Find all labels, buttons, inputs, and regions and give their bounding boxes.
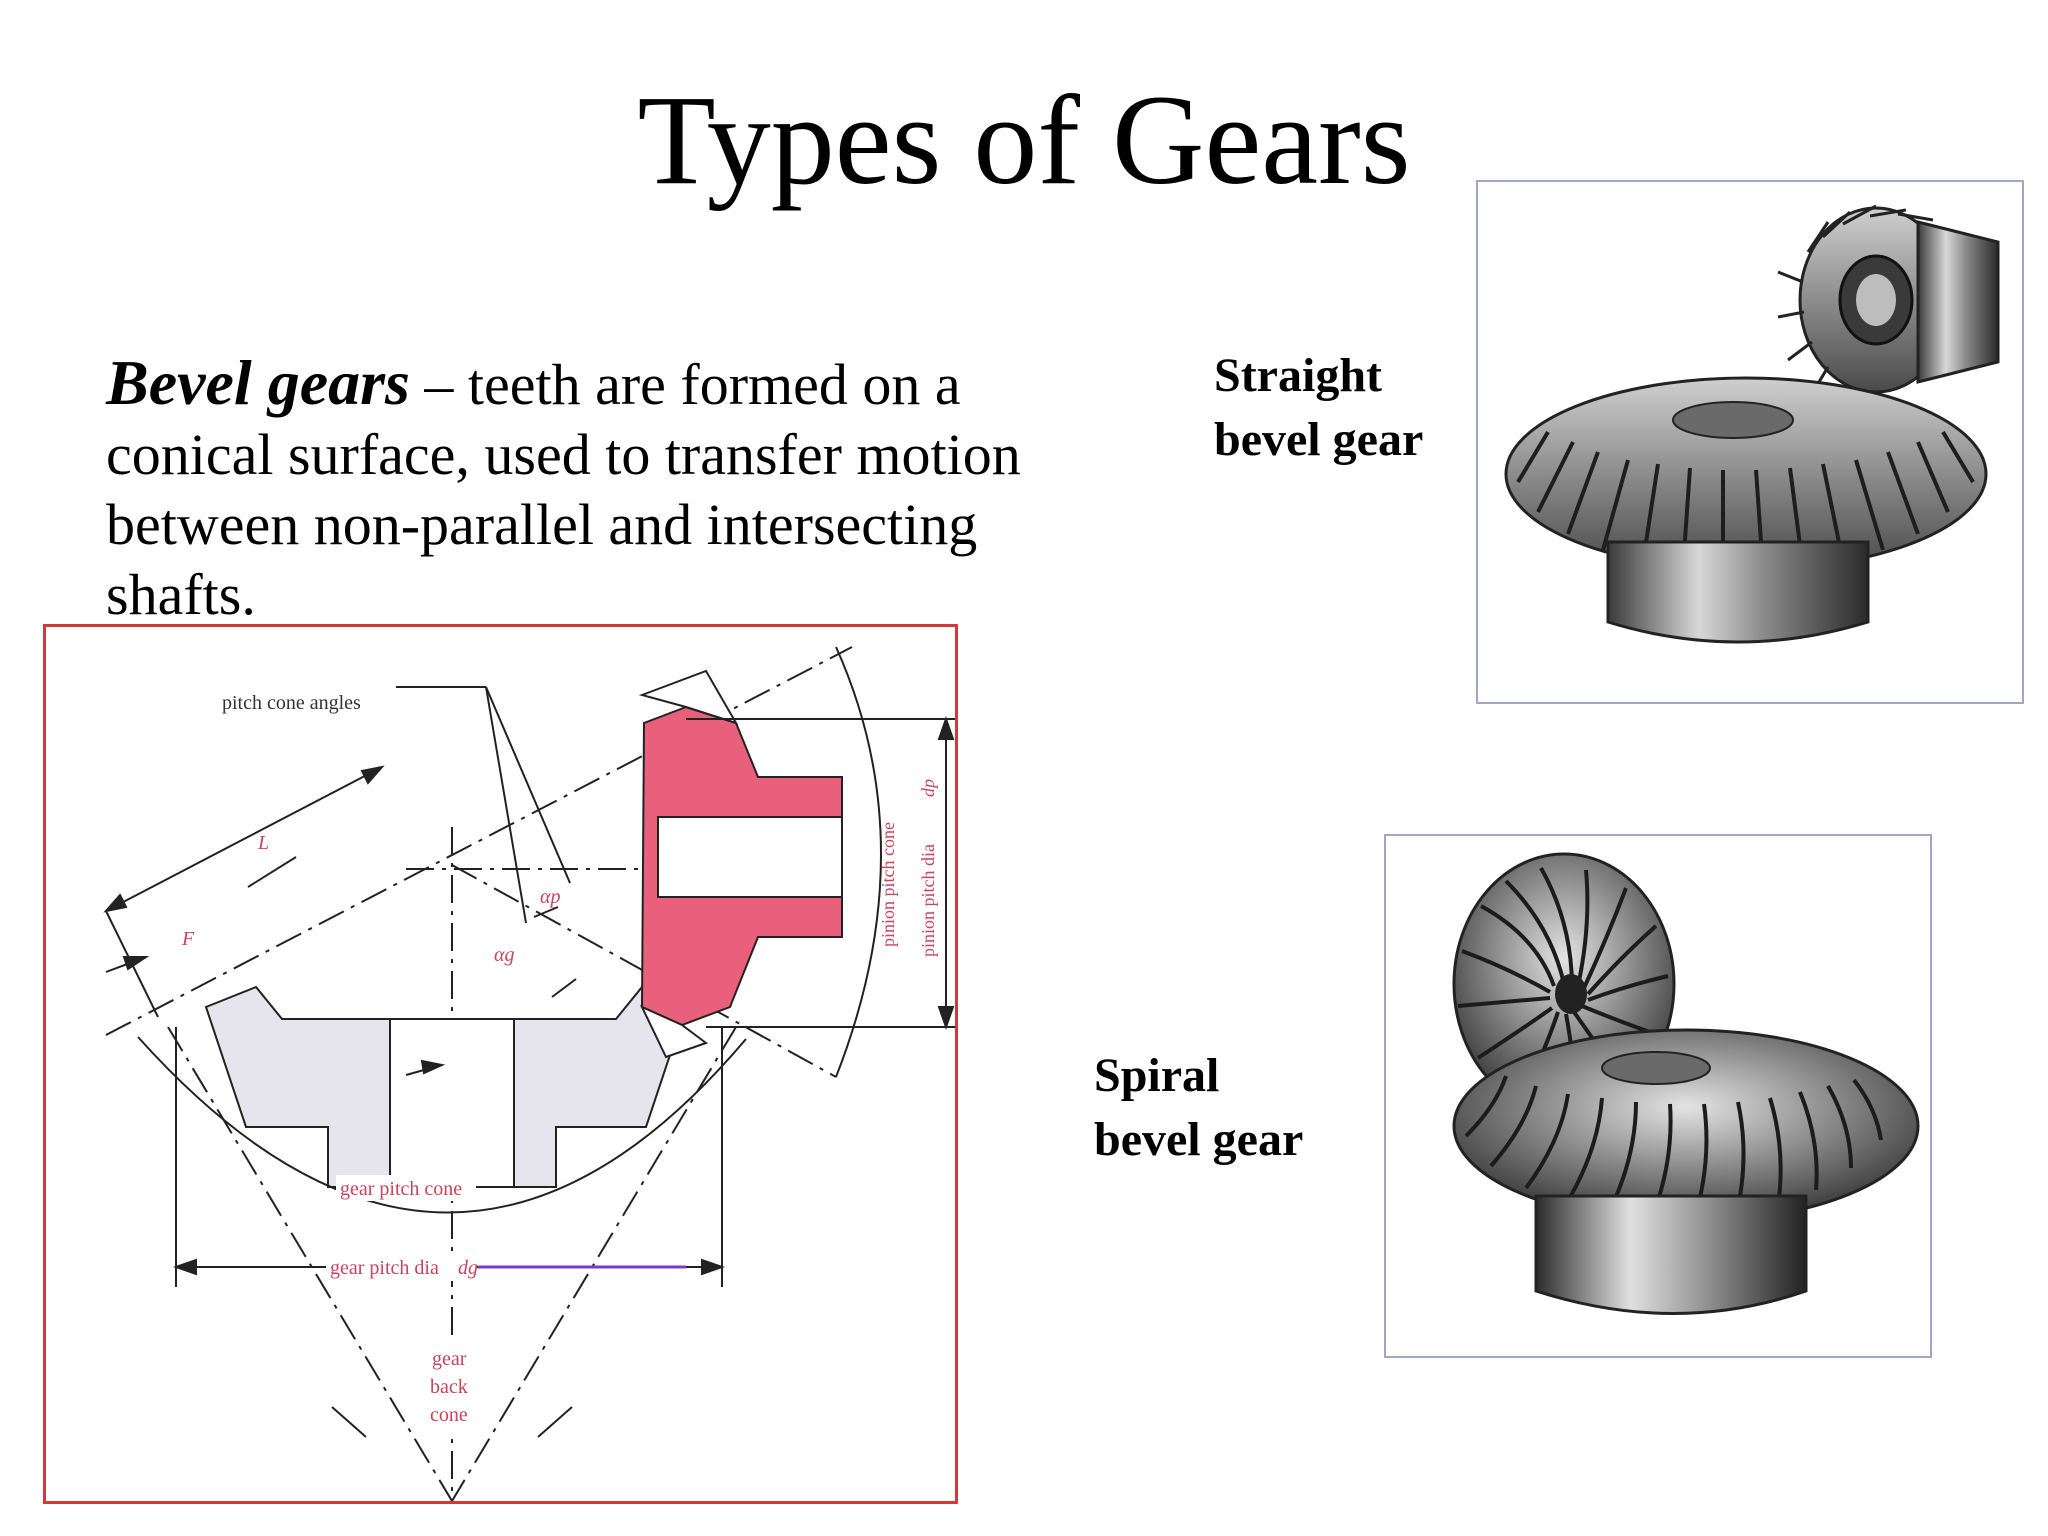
bevel-gears-term: Bevel gears — [106, 347, 410, 418]
straight-bevel-gear-image — [1476, 180, 2024, 704]
bevel-gears-definition: – teeth are formed on a conical surface,… — [106, 352, 1021, 627]
straight-bevel-caption: Straight bevel gear — [1214, 344, 1423, 472]
gear-pitch-dia-label: gear pitch dia — [330, 1257, 439, 1279]
spiral-caption-line2: bevel gear — [1094, 1113, 1304, 1166]
straight-caption-line1: Straight — [1214, 349, 1382, 402]
pinion-pitch-cone-arc — [835, 646, 882, 1078]
pinion-pitch-dia-label: pinion pitch dia — [918, 844, 938, 957]
straight-bevel-gear-illustration — [1504, 204, 2000, 644]
gear-pitch-cone-arc — [137, 1036, 747, 1214]
spiral-caption-line1: Spiral — [1094, 1049, 1220, 1102]
length-L-dimension — [105, 766, 383, 912]
slide-title: Types of Gears — [637, 69, 1411, 211]
gear-back-cone-label-1: gear — [432, 1348, 467, 1370]
gear-pitch-cone-label: gear pitch cone — [340, 1178, 462, 1200]
gear-back-cone-label-3: cone — [430, 1404, 468, 1426]
bevel-gear-description: Bevel gears – teeth are formed on a coni… — [106, 348, 1066, 630]
spiral-bevel-caption: Spiral bevel gear — [1094, 1044, 1303, 1172]
pinion-pitch-cone-label: pinion pitch cone — [878, 822, 898, 947]
pitch-cone-line — [105, 646, 853, 1036]
gear-pitch-dia-symbol: dg — [458, 1257, 478, 1279]
spiral-bevel-gear-image — [1384, 834, 1932, 1358]
gear-bore — [389, 1018, 515, 1188]
pinion-pitch-dia-symbol: dp — [918, 779, 938, 797]
gear-back-cone-label-2: back — [430, 1376, 468, 1398]
F-label: F — [181, 928, 195, 950]
bevel-gear-geometry-diagram: pitch cone angles L F αp αg pinion pitch… — [43, 624, 958, 1504]
alpha-p-label: αp — [540, 886, 561, 908]
alpha-g-label: αg — [494, 944, 515, 966]
spiral-bevel-gear-illustration — [1452, 852, 1920, 1315]
pitch-cone-angles-label: pitch cone angles — [222, 692, 361, 714]
bevel-gear-cross-section: pitch cone angles L F αp αg pinion pitch… — [103, 646, 955, 1501]
L-label: L — [257, 832, 269, 854]
straight-caption-line2: bevel gear — [1214, 413, 1424, 466]
